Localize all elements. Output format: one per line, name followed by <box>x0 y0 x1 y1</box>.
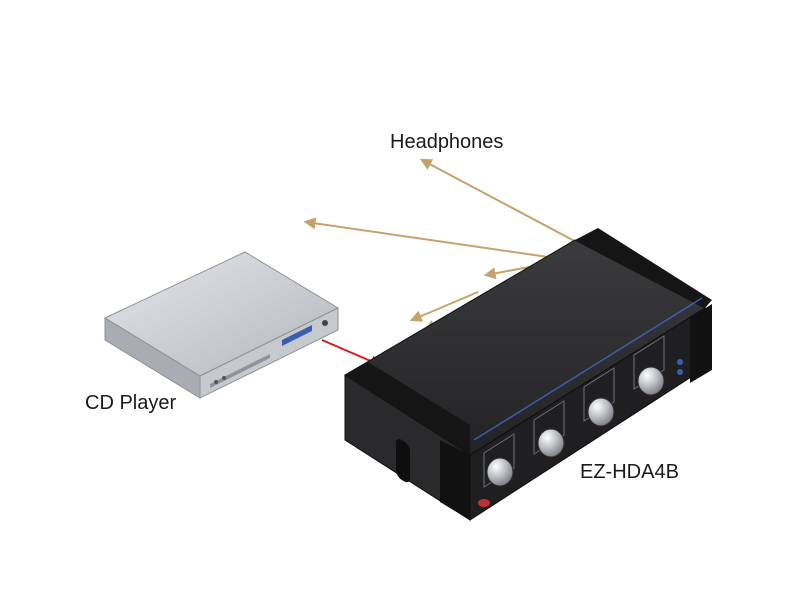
headphones-icon <box>260 73 384 177</box>
end-cap-left <box>345 362 470 455</box>
amplifier-unit <box>344 228 712 521</box>
level-knob-2[interactable] <box>533 400 565 458</box>
headphones-icon <box>186 127 310 231</box>
end-cap-right <box>575 228 712 308</box>
level-knob-3[interactable] <box>583 367 615 427</box>
brand-logo <box>478 499 490 507</box>
status-led <box>677 359 683 365</box>
cd-player-label: CD Player <box>85 392 177 414</box>
headphones-label: Headphones <box>390 131 504 153</box>
status-led <box>677 369 683 375</box>
audio-link-4 <box>409 291 479 322</box>
headphones-icon <box>365 183 489 287</box>
cd-display <box>282 325 312 346</box>
power-button <box>322 320 328 326</box>
level-knob-1[interactable] <box>483 433 515 488</box>
amplifier-model-label: EZ-HDA4B <box>580 461 679 483</box>
audio-link-1 <box>419 158 583 246</box>
audio-link-2 <box>303 217 556 259</box>
cd-player <box>103 251 340 399</box>
level-knob-4[interactable] <box>633 335 665 396</box>
